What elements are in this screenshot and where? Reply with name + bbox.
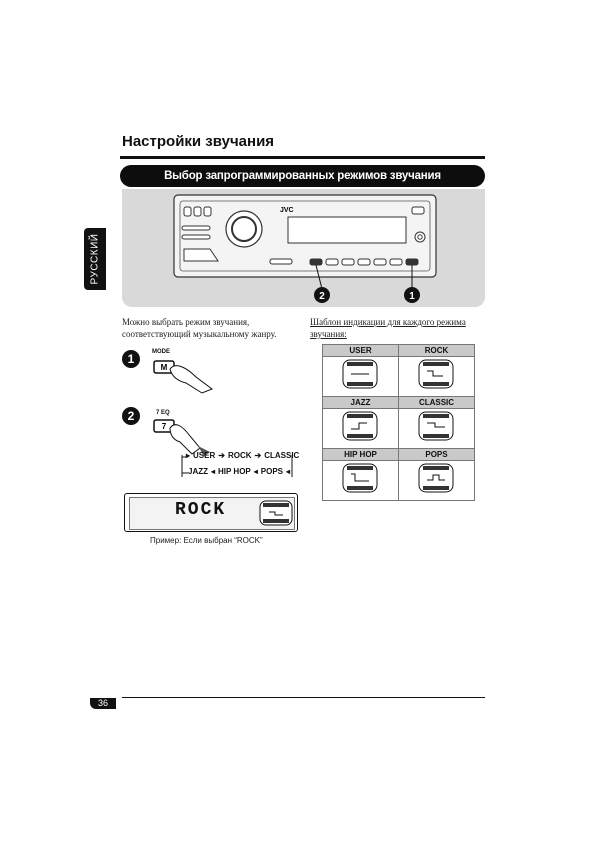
title-rule (120, 156, 485, 159)
stereo-display (287, 216, 407, 244)
eq-button-key: 7 (162, 422, 167, 431)
display-example-caption: Пример: Если выбран “ROCK” (150, 536, 263, 545)
mode-header-jazz: JAZZ (322, 396, 399, 409)
intro-paragraph: Можно выбрать режим звучания, соответств… (122, 317, 277, 339)
callout-2 (314, 287, 330, 303)
eq-pattern-icon (259, 500, 293, 526)
step-2-illustration: 7 EQ 7 (152, 410, 222, 463)
preset-button-c (203, 206, 212, 217)
preset-button-a (183, 206, 192, 217)
cycle-item-jazz: JAZZ (188, 467, 208, 476)
slot-line-2 (181, 234, 211, 240)
eq-press-icon: 7 (153, 419, 210, 456)
callout-1 (404, 287, 420, 303)
display-example: ROCK (124, 493, 298, 532)
mode-button-caption: MODE (152, 349, 170, 355)
section-title: Выбор запрограммированных режимов звучан… (120, 165, 485, 187)
bottom-button-7 (389, 258, 403, 266)
mode-header-pops: POPS (398, 448, 475, 461)
step-1-badge: 1 (122, 350, 140, 368)
bottom-button-5 (357, 258, 371, 266)
mode-pattern-rock (398, 356, 475, 397)
mode-button-highlight (405, 258, 419, 266)
bottom-button-4 (341, 258, 355, 266)
brand-logo: JVC (280, 207, 294, 214)
mode-header-user: USER (322, 344, 399, 357)
footer-rule (122, 697, 485, 698)
callout-1-label: 1 (409, 291, 415, 302)
bottom-button-3 (325, 258, 339, 266)
mode-button-key: M (161, 363, 168, 372)
mode-header-classic: CLASSIC (398, 396, 475, 409)
mode-header-hiphop: HIP HOP (322, 448, 399, 461)
modes-table: USER ROCK JAZZ CLASSIC HIP HOP POPS (322, 344, 475, 501)
mode-pattern-user (322, 356, 399, 397)
cycle-item-rock: ROCK (227, 451, 252, 460)
slot-line-1 (181, 225, 211, 231)
pattern-heading: Шаблон индикации для каждого режима звуч… (310, 317, 466, 339)
mode-pattern-hiphop (322, 460, 399, 501)
eq-button-highlight (309, 258, 323, 266)
cycle-item-user: USER (193, 451, 216, 460)
cycle-row-1: ▸ USER ➔ ROCK ➔ CLASSIC (186, 451, 300, 460)
page-number: 36 (90, 698, 116, 709)
cycle-item-hiphop: HIP HOP (218, 467, 251, 476)
mode-header-rock: ROCK (398, 344, 475, 357)
display-example-text: ROCK (175, 500, 227, 520)
language-tab: РУССКИЙ (84, 228, 106, 290)
step-2-badge: 2 (122, 407, 140, 425)
mode-pattern-jazz (322, 408, 399, 449)
cycle-item-classic: CLASSIC (264, 451, 300, 460)
eq-button-caption: 7 EQ (156, 410, 170, 416)
stereo-illustration: JVC 2 1 (173, 194, 437, 303)
bottom-button-6 (373, 258, 387, 266)
mode-pattern-classic (398, 408, 475, 449)
volume-knob-inner (231, 216, 257, 242)
stereo-figure: JVC 2 1 (122, 189, 485, 307)
bottom-button-1 (269, 258, 293, 265)
cycle-item-pops: POPS (260, 467, 284, 476)
step-1-illustration: MODE M (152, 349, 222, 400)
mode-press-icon: M (153, 360, 214, 394)
source-button (411, 206, 425, 215)
cycle-row-2: JAZZ ◂ HIP HOP ◂ POPS ◂ (188, 467, 291, 476)
callout-2-label: 2 (319, 291, 325, 302)
preset-button-b (193, 206, 202, 217)
eject-area (183, 248, 219, 262)
mode-cycle-diagram: ▸ USER ➔ ROCK ➔ CLASSIC JAZZ ◂ HIP HOP ◂… (178, 451, 300, 481)
page-title: Настройки звучания (122, 133, 275, 150)
mode-pattern-pops (398, 460, 475, 501)
language-tab-label: РУССКИЙ (89, 233, 101, 285)
